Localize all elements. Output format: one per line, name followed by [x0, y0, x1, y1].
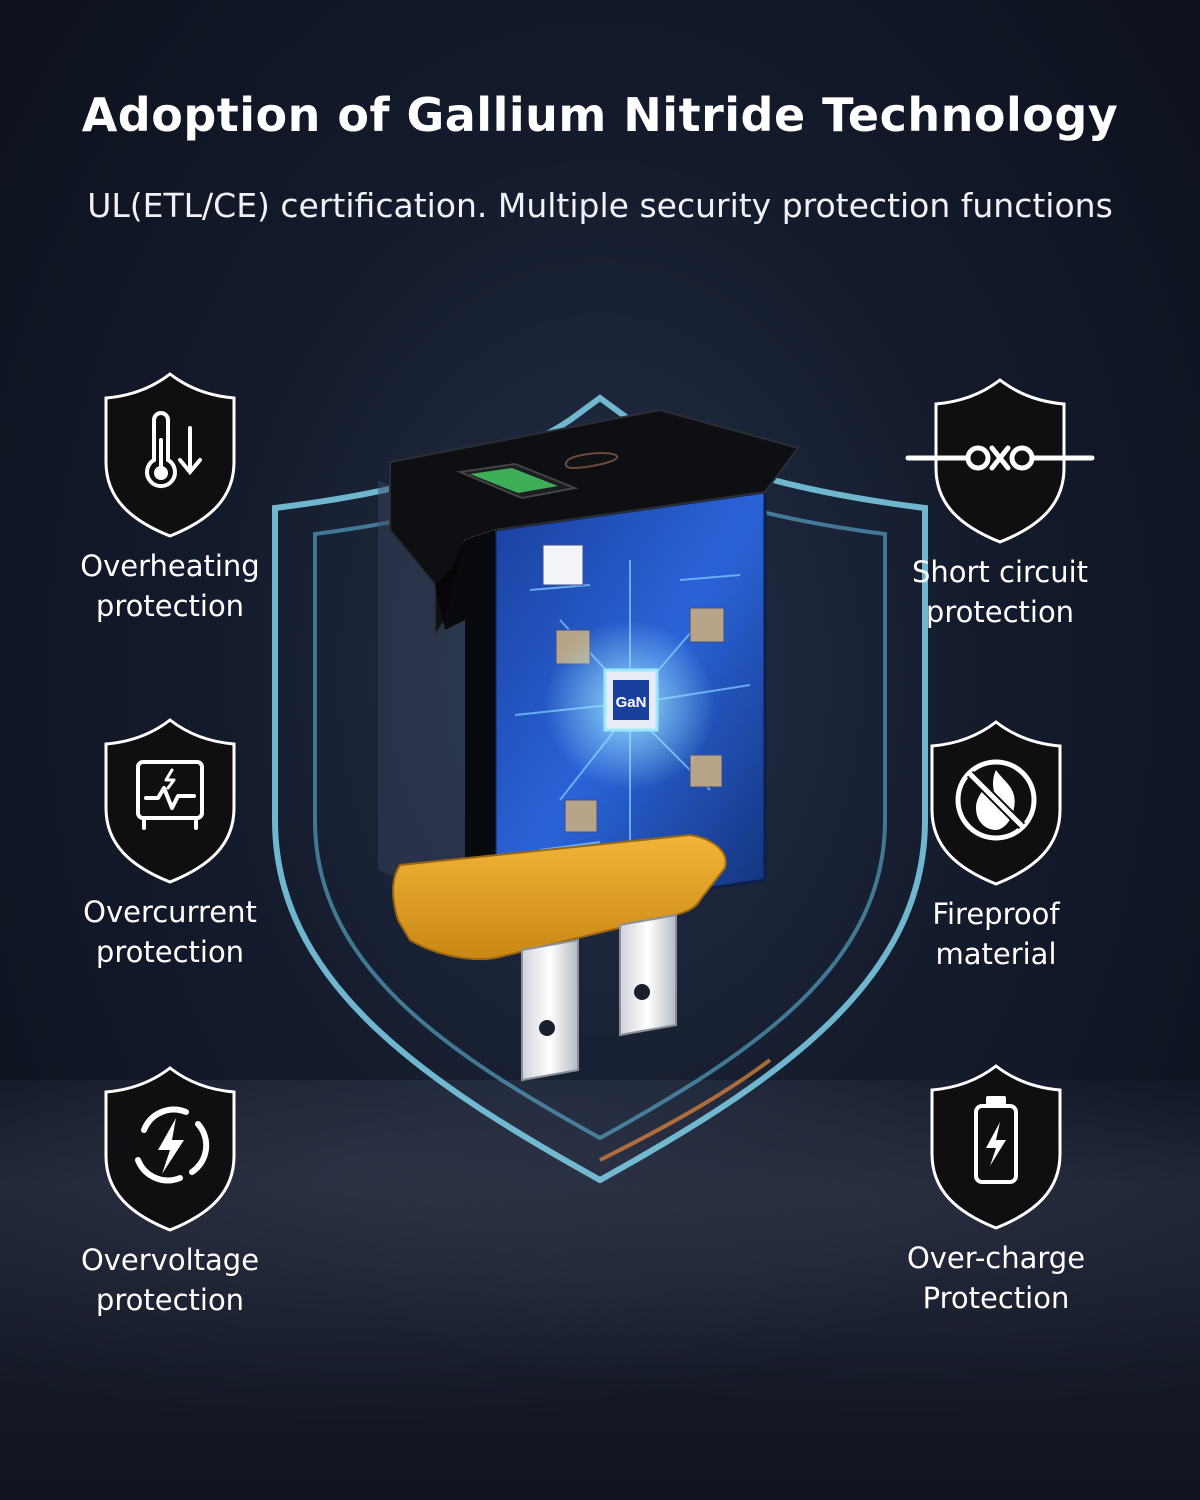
feature-label-line1: Short circuit [911, 555, 1089, 589]
plug-prongs [521, 913, 677, 1082]
feature-label-line1: Overcurrent [83, 895, 257, 929]
charger-illustration: GaN [272, 394, 928, 1184]
feature-label-line2: protection [95, 935, 245, 969]
usb-a-port [456, 462, 579, 500]
lightning-ring-icon [104, 1066, 236, 1232]
feature-label-line2: protection [95, 589, 245, 623]
feature-overheating: Overheating protection [50, 370, 290, 626]
feature-label-line1: Overvoltage [80, 1243, 260, 1277]
no-fire-icon [930, 720, 1062, 886]
short-circuit-icon [905, 378, 1095, 544]
feature-label-line1: Over-charge [906, 1241, 1086, 1275]
feature-label-line2: material [935, 937, 1057, 971]
feature-fireproof: Fireproof material [876, 718, 1116, 974]
monitor-pulse-icon [104, 718, 236, 884]
battery-bolt-icon [930, 1064, 1062, 1230]
feature-short-circuit: Short circuit protection [880, 376, 1120, 632]
feature-label-line1: Overheating [80, 549, 260, 583]
page-title: Adoption of Gallium Nitride Technology [81, 88, 1119, 142]
feature-label-line2: protection [925, 595, 1075, 629]
feature-label-line1: Fireproof [932, 897, 1060, 931]
certification-subtitle: UL(ETL/CE) certification. Multiple secur… [87, 186, 1113, 225]
feature-label-line2: protection [95, 1283, 245, 1317]
feature-label-line2: Protection [922, 1281, 1070, 1315]
gan-chip-label: GaN [616, 694, 647, 711]
thermometer-down-icon [104, 372, 236, 538]
feature-overcurrent: Overcurrent protection [50, 716, 290, 972]
circuit-board: GaN [493, 490, 767, 922]
feature-overvoltage: Overvoltage protection [50, 1064, 290, 1320]
plug-base [392, 833, 727, 961]
feature-over-charge: Over-charge Protection [876, 1062, 1116, 1318]
usb-c-port [564, 452, 619, 470]
charger-top-housing [389, 408, 800, 920]
